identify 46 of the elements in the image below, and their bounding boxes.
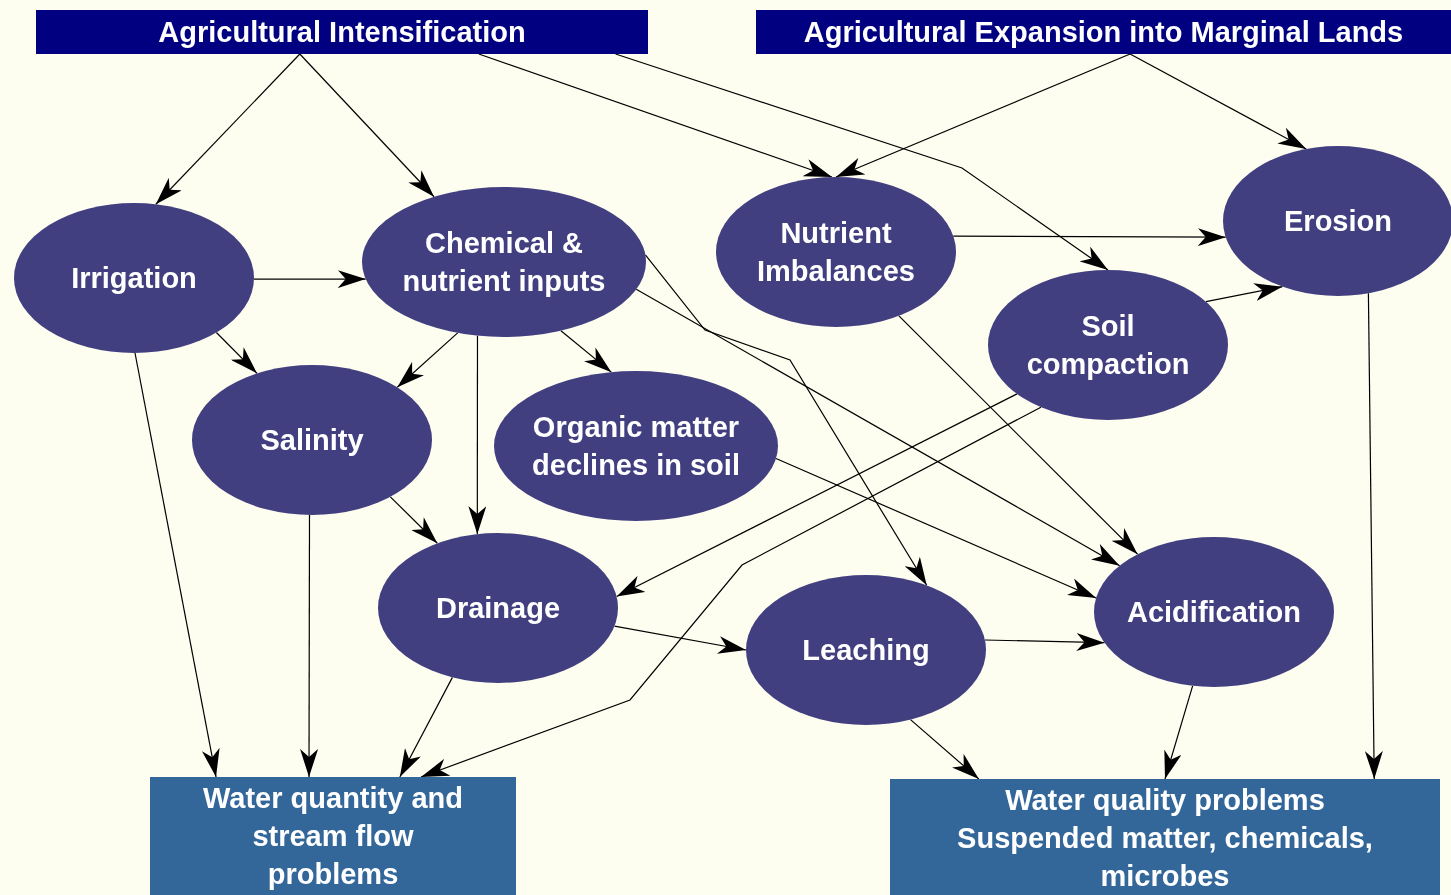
arrow (1205, 283, 1283, 303)
arrow (1164, 685, 1194, 780)
node-label: Acidification (1127, 595, 1301, 630)
node-label: Soil compaction (1025, 309, 1191, 382)
node-label: Salinity (260, 423, 364, 458)
arrow (399, 676, 453, 778)
arrow (835, 53, 1131, 178)
arrow (253, 270, 367, 289)
arrow (984, 633, 1106, 652)
arrow (898, 315, 1139, 555)
arrow (952, 228, 1227, 247)
header-box (36, 10, 648, 54)
arrow (775, 457, 1097, 599)
arrow (420, 406, 1042, 778)
node-label: Nutrient Imbalances (756, 216, 916, 289)
node-label: Organic matter declines in soil (531, 410, 741, 483)
arrow (396, 332, 459, 388)
outcome-box (150, 777, 516, 895)
arrow (478, 53, 833, 178)
arrow (134, 352, 220, 778)
arrow (644, 254, 928, 586)
arrow (616, 393, 1018, 598)
arrow (155, 53, 301, 205)
arrow (909, 719, 980, 780)
node-label: Drainage (435, 591, 561, 626)
arrow (468, 335, 487, 535)
node-label: Agricultural Expansion into Marginal Lands (803, 15, 1404, 49)
arrow (300, 514, 319, 778)
arrow (1364, 292, 1383, 780)
arrow (1129, 53, 1307, 150)
node-label: Agricultural Intensification (158, 15, 526, 49)
node-label: Water quality problems Suspended matter, chemicals, microbes (956, 783, 1374, 894)
arrow (614, 53, 1109, 271)
arrow (215, 331, 258, 374)
arrow (299, 53, 435, 198)
node-label: Leaching (802, 633, 930, 668)
outcome-box (890, 779, 1440, 895)
header-box (756, 10, 1451, 54)
arrow (389, 496, 438, 544)
arrow (560, 330, 612, 373)
arrow (613, 625, 747, 654)
node-label: Erosion (1284, 204, 1392, 239)
node-label: Chemical & nutrient inputs (401, 226, 607, 299)
node-label: Water quantity and stream flow problems (202, 781, 464, 892)
node-label: Irrigation (71, 261, 197, 296)
arrow (635, 288, 1121, 567)
